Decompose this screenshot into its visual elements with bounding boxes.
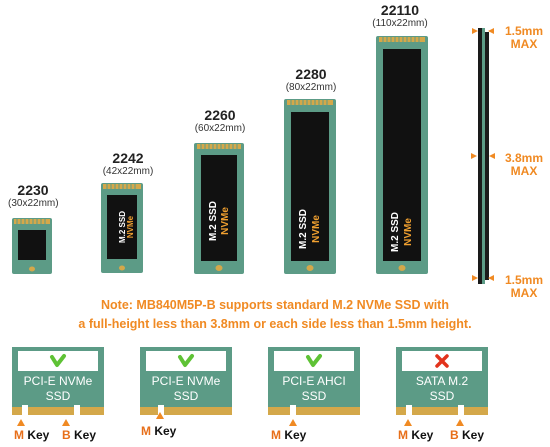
key-label-m: M Key [398, 428, 434, 442]
key-type-line2: SSD [173, 389, 199, 403]
ssd-card-22110: M.2 SSD NVMe [376, 36, 428, 274]
key-label-m: M Key [271, 428, 307, 442]
size-name: 2280 [295, 66, 327, 82]
key-type-card-ahci-m: PCI-E AHCI SSD [268, 347, 360, 415]
check-icon [178, 354, 194, 367]
arrow-up-icon [156, 412, 164, 419]
arrow-up-icon [456, 419, 464, 426]
size-label-2242: 2242 (42x22mm) [98, 151, 158, 178]
key-label-m: M Key [14, 428, 50, 442]
ssd-card-2242: M.2 SSD NVMe [101, 183, 143, 273]
size-label-2260: 2260 (60x22mm) [190, 108, 250, 135]
ssd-text: M.2 SSD [208, 201, 219, 241]
key-type-line1: PCI-E AHCI [282, 374, 346, 388]
key-type-card-nvme-m: PCI-E NVMe SSD [140, 347, 232, 415]
ssd-text: M.2 SSD [118, 211, 127, 243]
note-line-1: Note: MB840M5P-B supports standard M.2 N… [101, 298, 449, 312]
note-line-2: a full-height less than 3.8mm or each si… [78, 317, 472, 331]
size-dim: (42x22mm) [102, 166, 154, 177]
ssd-side-view [471, 28, 495, 284]
thickness-max: MAX [510, 286, 538, 300]
key-type-line2: SSD [45, 389, 71, 403]
ssd-text: M.2 SSD [298, 209, 309, 249]
key-type-line1: PCI-E NVMe [23, 374, 93, 388]
cross-icon [435, 354, 449, 368]
ssd-card-2230 [12, 218, 52, 274]
check-icon [50, 354, 66, 367]
key-label-m: M Key [141, 424, 177, 438]
thickness-label-middle: 3.8mm MAX [498, 152, 550, 178]
key-type-line1: SATA M.2 [415, 374, 469, 388]
thickness-label-top: 1.5mm MAX [498, 25, 550, 51]
size-name: 22110 [380, 2, 420, 18]
thickness-value: 1.5mm [504, 273, 544, 287]
size-dim: (80x22mm) [285, 82, 337, 93]
ssd-text-nvme: NVMe [126, 215, 135, 238]
arrow-up-icon [289, 419, 297, 426]
arrow-up-icon [17, 419, 25, 426]
arrow-up-icon [404, 419, 412, 426]
check-icon [306, 354, 322, 367]
key-type-line2: SSD [301, 389, 327, 403]
ssd-text-nvme: NVMe [311, 215, 322, 243]
size-label-2230: 2230 (30x22mm) [8, 182, 59, 210]
key-type-line1: PCI-E NVMe [151, 374, 221, 388]
ssd-text-nvme: NVMe [403, 218, 414, 246]
thickness-max: MAX [510, 37, 538, 51]
size-label-22110: 22110 (110x22mm) [365, 3, 435, 30]
key-label-b: B Key [62, 428, 97, 442]
ssd-text-nvme: NVMe [220, 207, 231, 235]
thickness-value: 1.5mm [504, 24, 544, 38]
arrow-up-icon [62, 419, 70, 426]
size-name: 2242 [112, 150, 144, 166]
ssd-text: M.2 SSD [390, 212, 401, 252]
key-label-b: B Key [450, 428, 485, 442]
compatibility-note: Note: MB840M5P-B supports standard M.2 N… [0, 296, 550, 334]
size-name: 2230 [17, 182, 49, 198]
ssd-card-2260: M.2 SSD NVMe [194, 143, 244, 274]
key-type-card-nvme-mb: PCI-E NVMe SSD [12, 347, 104, 415]
size-dim: (30x22mm) [8, 198, 59, 209]
key-type-line2: SSD [429, 389, 455, 403]
size-name: 2260 [204, 107, 236, 123]
size-dim: (110x22mm) [372, 18, 428, 29]
size-label-2280: 2280 (80x22mm) [281, 67, 341, 94]
thickness-max: MAX [510, 164, 538, 178]
size-dim: (60x22mm) [194, 123, 246, 134]
thickness-value: 3.8mm [504, 151, 544, 165]
key-type-card-sata-mb: SATA M.2 SSD [396, 347, 488, 415]
ssd-card-2280: M.2 SSD NVMe [284, 99, 336, 274]
thickness-label-bottom: 1.5mm MAX [498, 274, 550, 300]
